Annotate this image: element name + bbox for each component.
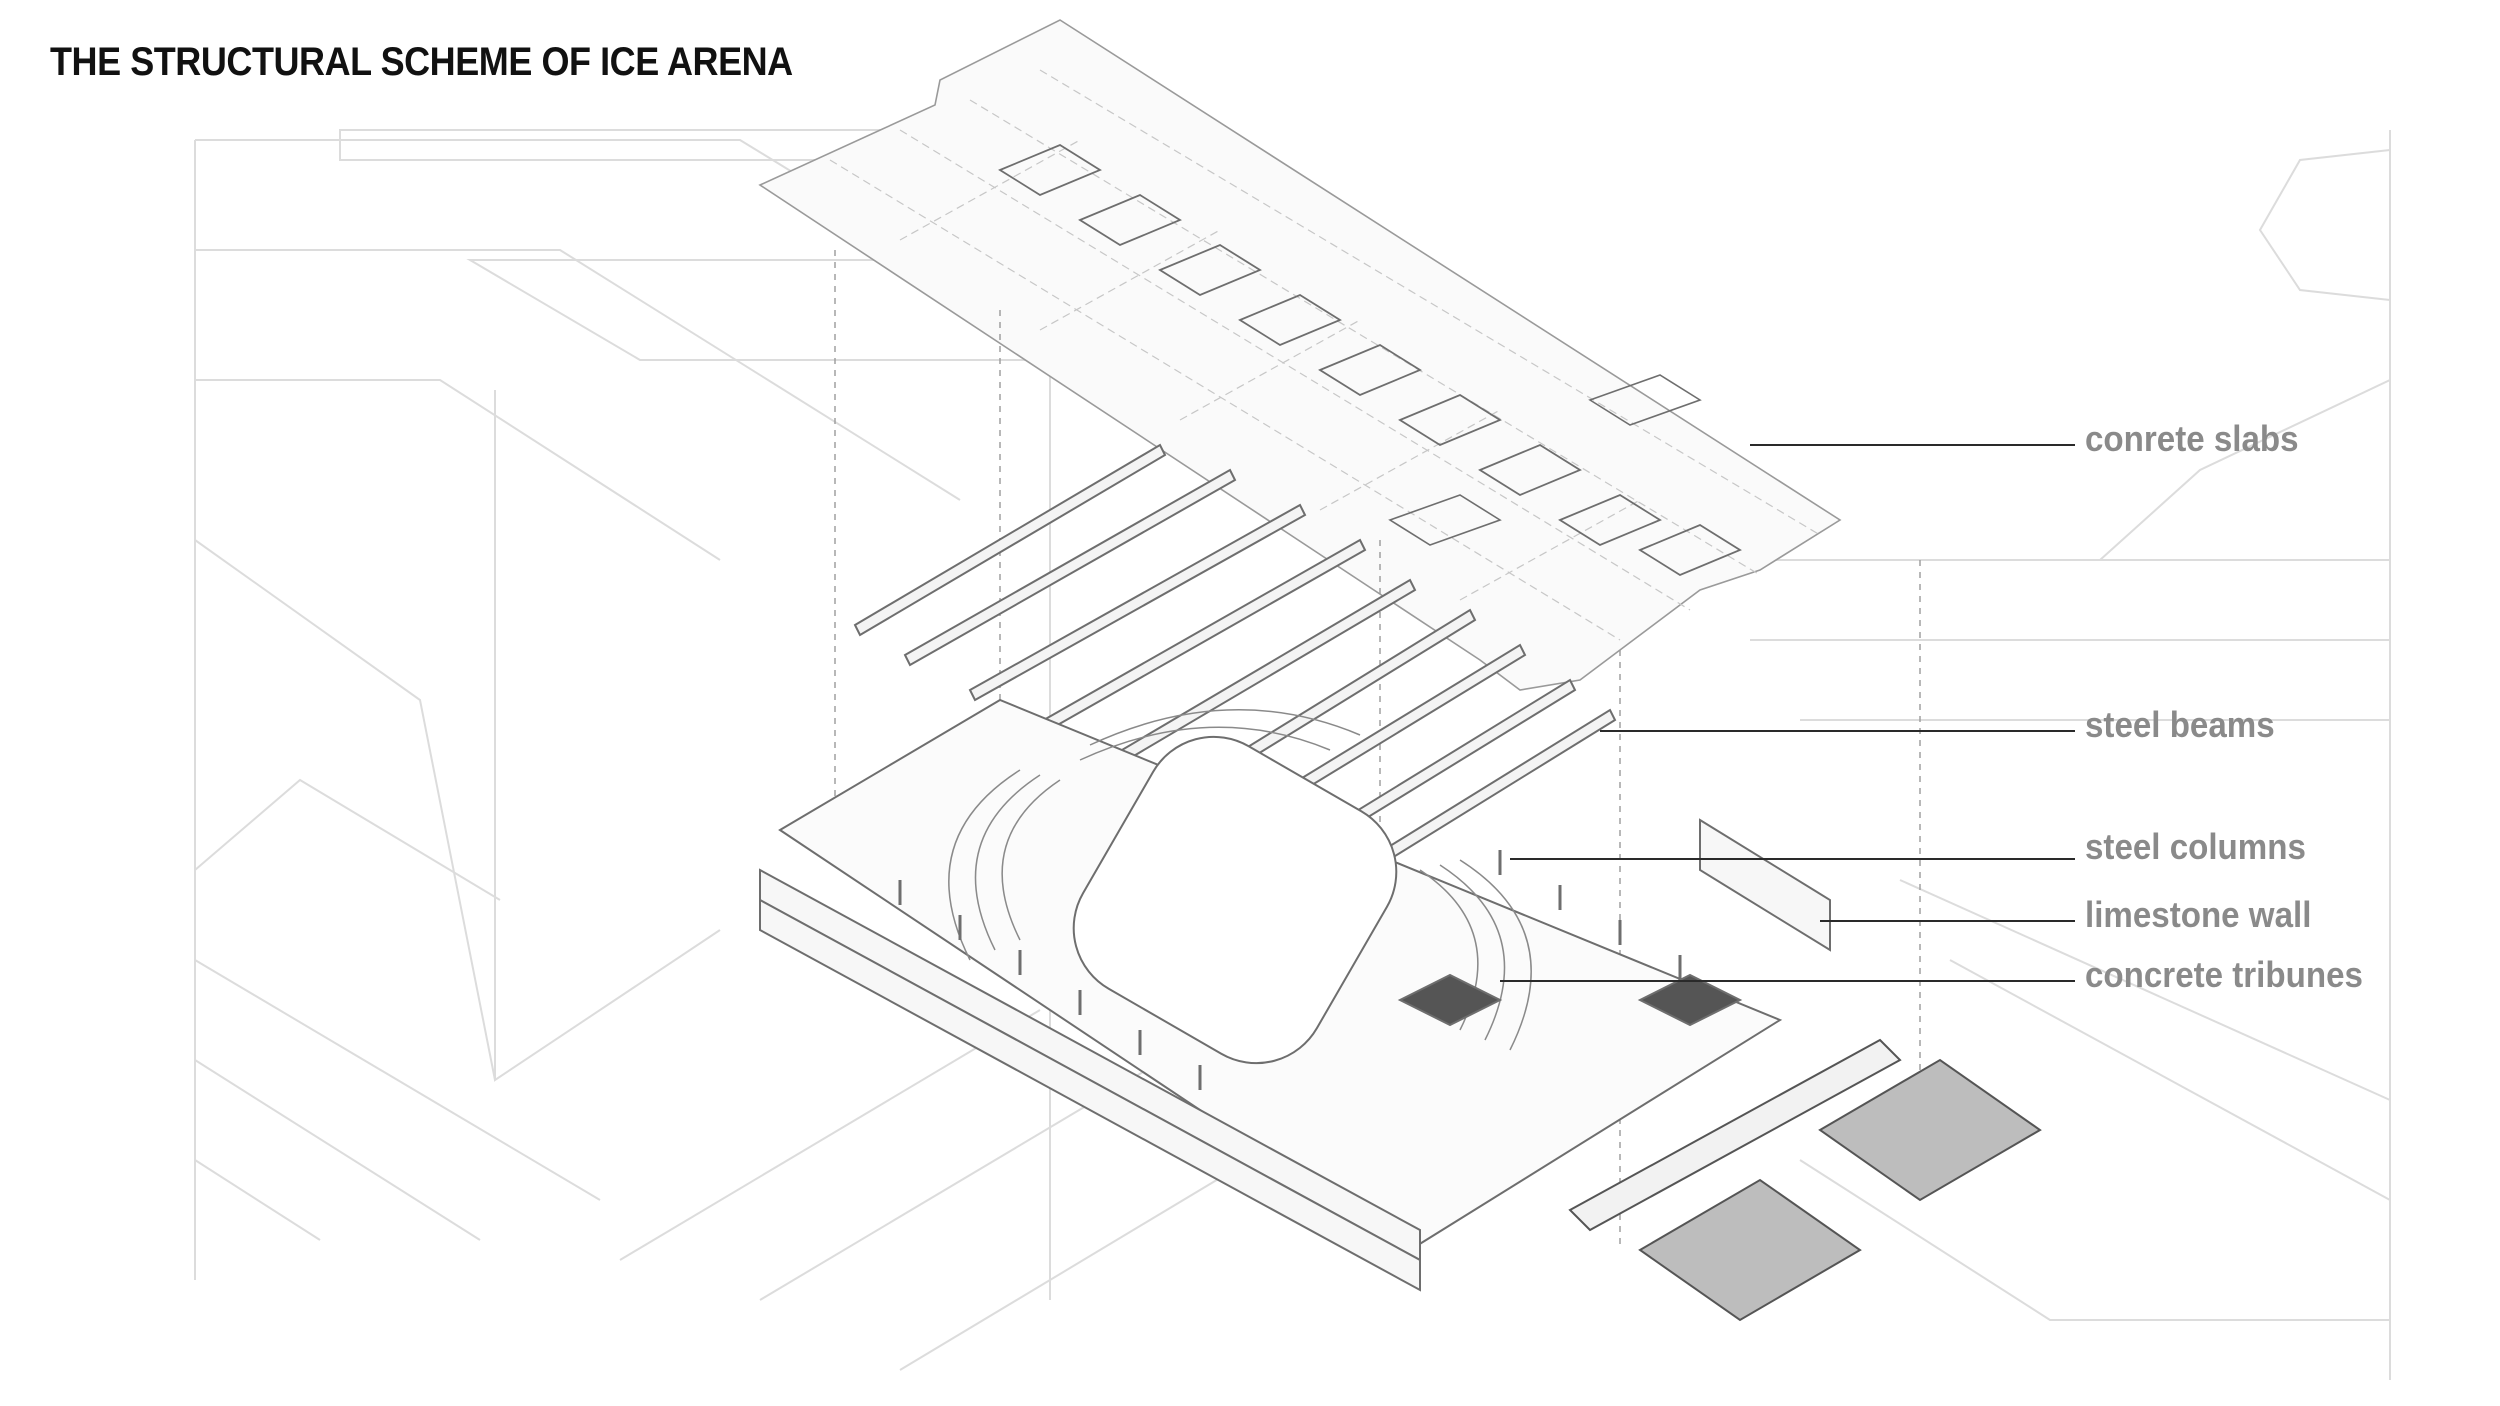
- arena-floor-layer: [778, 698, 1783, 1252]
- concrete-slabs-layer: [758, 19, 1842, 691]
- leader-line-tribunes: [1500, 980, 2075, 982]
- label-limestone-wall: limestone wall: [2085, 894, 2312, 935]
- label-steel-columns: steel columns: [2085, 826, 2306, 867]
- site-context: [194, 129, 2391, 1380]
- leader-line-slabs: [1750, 444, 2075, 446]
- label-concrete-slabs: conrete slabs: [2085, 418, 2299, 459]
- label-steel-beams: steel beams: [2085, 704, 2275, 745]
- concrete-tribunes: [948, 709, 1532, 1051]
- diagram-title: THE STRUCTURAL SCHEME OF ICE ARENA: [50, 40, 793, 84]
- leader-line-beams: [1600, 730, 2075, 732]
- steel-columns: [898, 850, 1682, 1090]
- label-concrete-tribunes: concrete tribunes: [2085, 954, 2363, 995]
- entrance-stairs: [1568, 1038, 2042, 1322]
- leader-line-wall: [1820, 920, 2075, 922]
- limestone-wall-layer: [759, 818, 1831, 1292]
- leader-line-columns: [1510, 858, 2075, 860]
